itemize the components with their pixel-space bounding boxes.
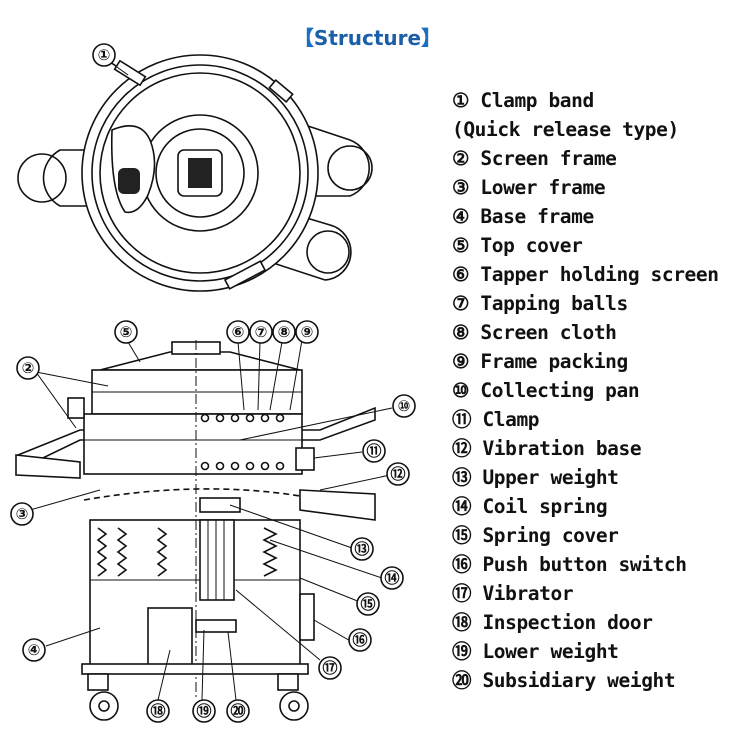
callout-6: ⑥ [226, 320, 250, 344]
callout-7: ⑦ [249, 320, 273, 344]
svg-text:⑧: ⑧ [278, 323, 291, 341]
clamp-left [67, 397, 85, 419]
left-outlet-ring [17, 153, 67, 203]
svg-text:⑱: ⑱ [150, 702, 165, 720]
lower-frame [83, 413, 303, 475]
svg-text:⑫: ⑫ [390, 465, 405, 483]
svg-text:⑮: ⑮ [360, 595, 375, 613]
clamp-latch-right [268, 78, 294, 104]
svg-text:④: ④ [28, 641, 41, 659]
svg-text:⑯: ⑯ [352, 631, 367, 649]
cutaway-mesh [118, 168, 140, 194]
legend-item: ⑮ Spring cover [452, 524, 619, 547]
base-plate [81, 663, 309, 675]
top-view [17, 54, 373, 292]
svg-text:⑲: ⑲ [196, 702, 211, 720]
side-view [15, 340, 376, 721]
callout-17: ⑰ [318, 656, 342, 680]
svg-text:⑳: ⑳ [230, 702, 245, 720]
legend-item: ⑩ Collecting pan [452, 379, 640, 402]
callout-3: ③ [10, 502, 34, 526]
legend-item: ② Screen frame [452, 147, 617, 170]
center-hub-mesh [188, 158, 212, 188]
callout-4: ④ [22, 638, 46, 662]
leader-lines [29, 61, 393, 701]
svg-text:⑭: ⑭ [384, 569, 399, 587]
title-bracket-close: 】 [421, 26, 442, 50]
tapping-balls-upper [200, 413, 285, 423]
left-skirt [15, 454, 81, 479]
legend-item: ⑬ Upper weight [452, 466, 619, 489]
callout-13: ⑬ [350, 537, 374, 561]
callout-11: ⑪ [362, 439, 386, 463]
svg-text:⑬: ⑬ [354, 540, 369, 558]
section-title: 【Structure】 [0, 22, 735, 51]
center-ring-inner [155, 128, 245, 218]
svg-text:⑩: ⑩ [398, 397, 411, 415]
title-bracket-open: 【 [293, 26, 314, 50]
svg-text:⑦: ⑦ [255, 323, 268, 341]
callout-8: ⑧ [272, 320, 296, 344]
inner-ring [99, 72, 301, 274]
callout-9: ⑨ [295, 320, 319, 344]
tapping-balls-lower [200, 461, 285, 471]
callout-16: ⑯ [348, 628, 372, 652]
legend-item: ⑲ Lower weight [452, 640, 619, 663]
title-text: Structure [313, 26, 422, 50]
svg-text:⑥: ⑥ [232, 323, 245, 341]
callout-14: ⑭ [380, 566, 404, 590]
lower-weight [195, 619, 237, 633]
push-button-switch [299, 593, 315, 641]
legend-item: ⑧ Screen cloth [452, 321, 617, 344]
caster-left [87, 673, 119, 721]
caster-right [277, 673, 309, 721]
svg-text:③: ③ [16, 505, 29, 523]
legend-item: (Quick release type) [452, 118, 679, 141]
callout-1: ① [92, 43, 116, 67]
upper-weight [199, 497, 241, 513]
clamp-latch-top [113, 59, 147, 87]
callout-2: ② [16, 356, 40, 380]
legend-item: ③ Lower frame [452, 176, 606, 199]
screen-frame-ring [91, 64, 309, 282]
callout-12: ⑫ [386, 462, 410, 486]
svg-text:②: ② [22, 359, 35, 377]
vibrator [199, 519, 235, 601]
legend-item: ⑭ Coil spring [452, 495, 608, 518]
callout-10: ⑩ [392, 394, 416, 418]
legend-item: ① Clamp band [452, 89, 594, 112]
clamp-right [295, 447, 315, 471]
legend-item: ⑤ Top cover [452, 234, 583, 257]
callout-5: ⑤ [114, 320, 138, 344]
svg-text:⑨: ⑨ [301, 323, 314, 341]
svg-text:⑪: ⑪ [366, 442, 381, 460]
callout-18: ⑱ [146, 699, 170, 723]
legend-item: ⑥ Tapper holding screen [452, 263, 719, 286]
legend-item: ⑯ Push button switch [452, 553, 687, 576]
vibration-base [83, 488, 301, 501]
legend-item: ⑪ Clamp [452, 408, 540, 431]
parts-legend: ① Clamp band (Quick release type) ② Scre… [452, 86, 735, 695]
callout-20: ⑳ [226, 699, 250, 723]
legend-item: ⑱ Inspection door [452, 611, 653, 634]
right-outlet-ring [327, 145, 373, 191]
legend-item: ⑰ Vibrator [452, 582, 574, 605]
lower-outlet-ring [306, 230, 350, 274]
legend-item: ④ Base frame [452, 205, 594, 228]
svg-text:⑰: ⑰ [322, 659, 337, 677]
legend-item: ⑫ Vibration base [452, 437, 642, 460]
callouts: ① ⑤ ② ③ ④ ⑥ ⑦ ⑧ ⑨ ⑩ ⑪ ⑫ ⑬ ⑭ ⑮ ⑯ ⑰ ⑱ ⑲ ⑳ [10, 43, 416, 723]
legend-item: ⑨ Frame packing [452, 350, 628, 373]
inspection-door [147, 607, 193, 667]
clamp-latch-bottom [223, 260, 267, 290]
coil-springs [96, 527, 278, 577]
callout-15: ⑮ [356, 592, 380, 616]
right-skirt [299, 489, 376, 521]
legend-item: ⑦ Tapping balls [452, 292, 628, 315]
svg-text:①: ① [98, 46, 111, 64]
callout-19: ⑲ [192, 699, 216, 723]
legend-item: ⑳ Subsidiary weight [452, 669, 676, 692]
svg-text:⑤: ⑤ [120, 323, 133, 341]
